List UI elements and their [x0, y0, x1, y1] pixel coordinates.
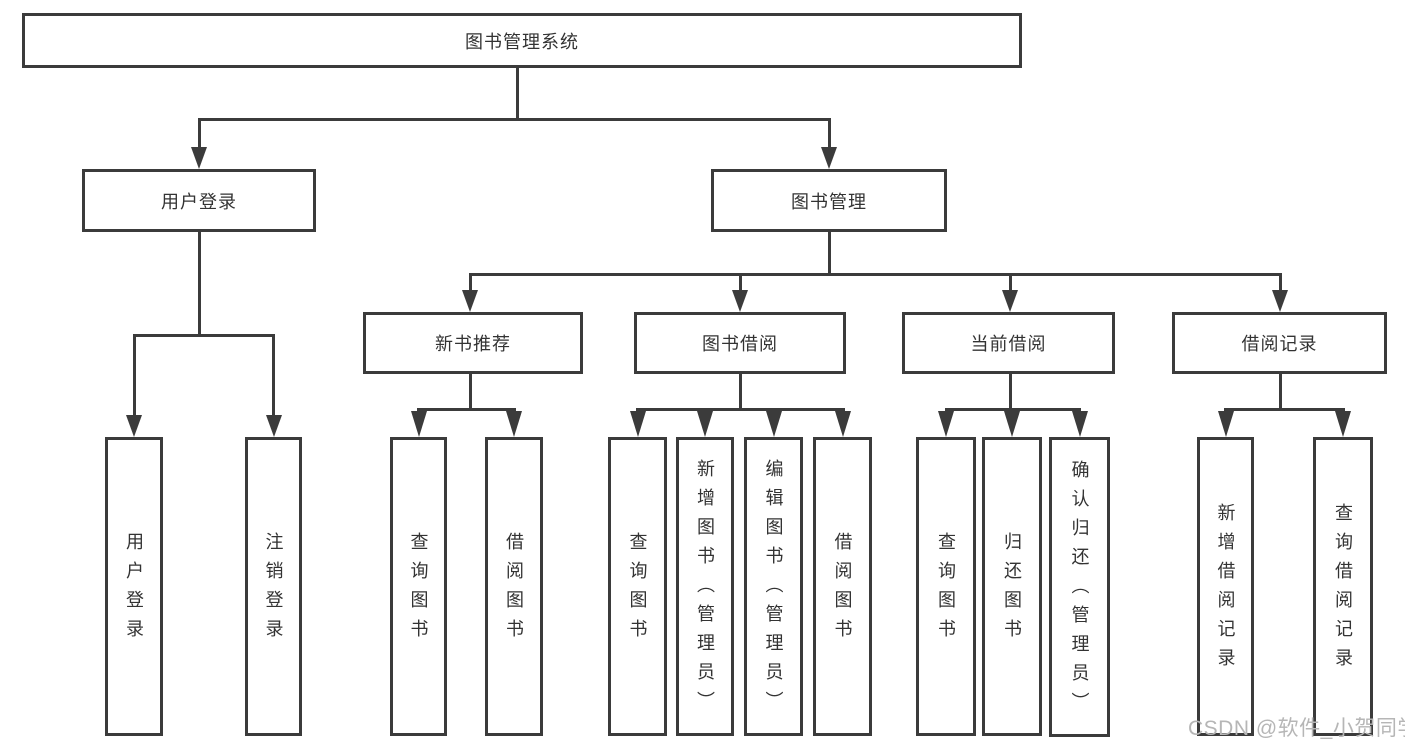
connector-line	[417, 408, 516, 411]
arrowhead-icon	[1002, 290, 1018, 312]
connector-line	[132, 334, 136, 415]
node-user-login: 用户登录	[82, 169, 316, 232]
leaf-add-books-admin: 新增图书（管理员）	[676, 437, 734, 736]
leaf-logout-label: 注销登录	[263, 531, 284, 648]
leaf-label: 新增借阅记录	[1215, 502, 1236, 677]
leaf-label: 查询图书	[627, 531, 648, 648]
arrowhead-icon	[191, 147, 207, 169]
leaf-label: 查询图书	[408, 531, 429, 648]
leaf-return-books: 归还图书	[982, 437, 1042, 736]
leaf-recommend-borrow-books: 借阅图书	[485, 437, 543, 736]
leaf-label: 编辑图书（管理员）	[763, 459, 784, 720]
node-current-borrowing: 当前借阅	[902, 312, 1115, 374]
arrowhead-icon	[126, 415, 142, 437]
node-root: 图书管理系统	[22, 13, 1022, 68]
node-borrow-records-label: 借阅记录	[1241, 334, 1318, 354]
node-new-book-recommend: 新书推荐	[363, 312, 583, 374]
node-new-book-recommend-label: 新书推荐	[435, 334, 511, 354]
arrowhead-icon	[462, 290, 478, 312]
arrowhead-icon	[629, 411, 646, 437]
connector-line	[944, 408, 1081, 411]
connector-line	[197, 118, 201, 147]
leaf-logout: 注销登录	[245, 437, 302, 736]
arrowhead-icon	[410, 411, 427, 437]
leaf-add-borrow-record: 新增借阅记录	[1197, 437, 1254, 736]
arrowhead-icon	[732, 290, 748, 312]
connector-line	[1224, 408, 1345, 411]
connector-line	[272, 334, 275, 415]
connector-line	[738, 374, 742, 408]
arrowhead-icon	[1335, 411, 1351, 437]
node-user-login-label: 用户登录	[161, 191, 237, 212]
leaf-user-login-label: 用户登录	[124, 531, 144, 648]
connector-line	[515, 68, 519, 118]
connector-line	[1008, 374, 1012, 408]
node-book-management: 图书管理	[711, 169, 947, 232]
leaf-label: 归还图书	[1002, 531, 1022, 648]
arrowhead-icon	[1272, 290, 1288, 312]
arrowhead-icon	[506, 411, 522, 437]
arrowhead-icon	[1004, 411, 1020, 437]
leaf-label: 借阅图书	[504, 531, 524, 648]
leaf-label: 查询图书	[936, 531, 956, 648]
leaf-label: 新增图书（管理员）	[695, 459, 715, 720]
arrowhead-icon	[1071, 411, 1088, 437]
arrowhead-icon	[834, 411, 851, 437]
leaf-edit-books-admin: 编辑图书（管理员）	[744, 437, 803, 736]
csdn-watermark: CSDN @软件_小贺同学	[1188, 717, 1405, 740]
connector-line	[468, 273, 1282, 276]
connector-line	[827, 232, 831, 273]
arrowhead-icon	[697, 411, 713, 437]
arrowhead-icon	[265, 415, 282, 437]
connector-line	[1278, 273, 1282, 292]
node-borrow-records: 借阅记录	[1172, 312, 1387, 374]
leaf-label: 借阅图书	[832, 531, 853, 648]
connector-line	[468, 273, 472, 292]
leaf-label: 确认归还（管理员）	[1069, 459, 1090, 721]
arrowhead-icon	[938, 411, 954, 437]
node-root-label: 图书管理系统	[465, 31, 579, 52]
leaf-user-login: 用户登录	[105, 437, 163, 736]
connector-line	[827, 118, 831, 147]
leaf-recommend-query-books: 查询图书	[390, 437, 447, 736]
connector-line	[738, 273, 742, 292]
arrowhead-icon	[765, 411, 782, 437]
node-book-borrowing: 图书借阅	[634, 312, 846, 374]
node-book-management-label: 图书管理	[791, 191, 867, 212]
connector-line	[197, 232, 201, 334]
node-book-borrowing-label: 图书借阅	[702, 334, 778, 354]
connector-line	[197, 118, 831, 121]
node-current-borrowing-label: 当前借阅	[970, 334, 1047, 354]
leaf-label: 查询借阅记录	[1333, 502, 1353, 677]
leaf-borrowing-query-books: 查询图书	[608, 437, 667, 736]
leaf-query-borrow-record: 查询借阅记录	[1313, 437, 1373, 736]
connector-line	[1278, 374, 1282, 408]
connector-line	[468, 374, 472, 408]
leaf-borrowing-borrow-books: 借阅图书	[813, 437, 872, 736]
leaf-confirm-return-admin: 确认归还（管理员）	[1049, 437, 1110, 737]
arrowhead-icon	[821, 147, 837, 169]
connector-line	[636, 408, 845, 411]
connector-line	[132, 334, 275, 337]
connector-line	[1008, 273, 1012, 292]
arrowhead-icon	[1217, 411, 1234, 437]
leaf-current-query-books: 查询图书	[916, 437, 976, 736]
